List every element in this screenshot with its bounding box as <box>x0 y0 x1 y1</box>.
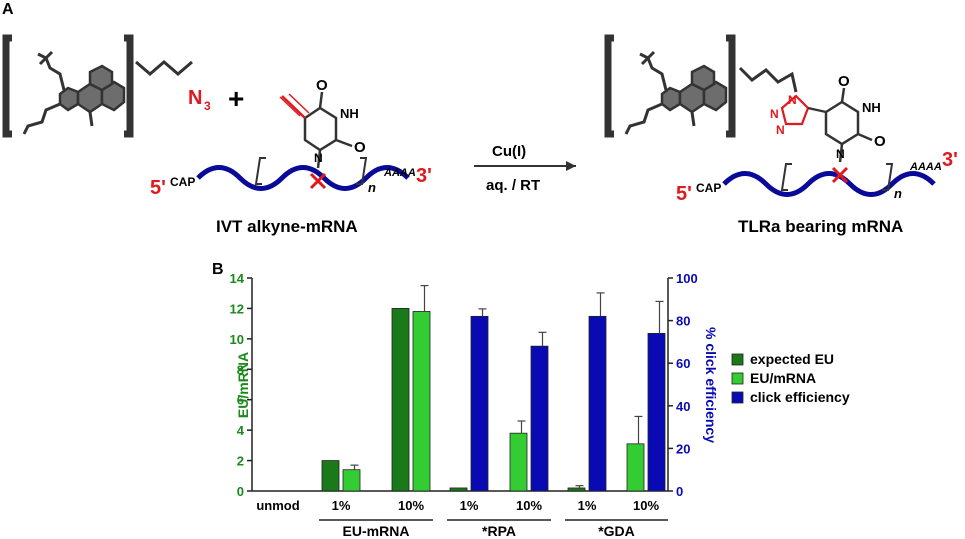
y2-axis-label: % click efficiency <box>703 327 719 443</box>
y-tick-label: 10 <box>230 332 244 347</box>
bar-expected-eu <box>321 460 340 492</box>
triazole-n3: N <box>776 123 785 137</box>
three-prime-label-left: 3' <box>416 165 432 187</box>
y-tick-label: 14 <box>230 271 245 286</box>
x-tick-label: 10% <box>398 498 424 513</box>
y-tick-label: 8 <box>237 362 244 377</box>
n1-label-right: N <box>836 147 845 161</box>
y-tick-label: 12 <box>230 301 244 316</box>
steroid-structure-right <box>608 38 732 134</box>
conditions-label: aq. / RT <box>486 177 540 194</box>
y-tick-label: 0 <box>237 484 244 499</box>
bar-eu-mrna <box>509 432 528 492</box>
bar-expected-eu <box>391 308 410 492</box>
x-tick-label: unmod <box>256 498 299 513</box>
bar-eu-mrna <box>412 311 431 492</box>
poly-a-left: AAAA <box>383 167 416 179</box>
legend-label: click efficiency <box>750 389 850 405</box>
legend-swatch <box>731 391 744 404</box>
group-label: *RPA <box>482 523 516 539</box>
x-tick-label: 1% <box>332 498 351 513</box>
x-tick-label: 10% <box>633 498 659 513</box>
bar-click-efficiency <box>647 332 666 492</box>
repeat-n-left: n <box>368 180 376 195</box>
y-axis-label: EU/mRNA <box>235 352 251 418</box>
legend-swatch <box>731 353 744 366</box>
panel-label-b: B <box>212 261 224 278</box>
mrna-helix-right <box>724 174 934 195</box>
ethynyl-uridine-structure <box>279 91 353 169</box>
azide-label: N <box>188 87 202 109</box>
five-prime-label-right: 5' <box>676 183 692 205</box>
repeat-bracket-open-right <box>780 163 792 191</box>
carbonyl-o-top-left: O <box>316 77 328 94</box>
y2-tick-label: 40 <box>676 399 690 414</box>
y-tick-label: 2 <box>237 454 244 469</box>
nh-label-right: NH <box>862 100 881 115</box>
repeat-bracket-open-left <box>254 157 266 185</box>
repeat-bracket-close-left <box>356 157 368 185</box>
modification-mark-right <box>831 166 849 184</box>
bar-chart: EU/mRNA % click efficiency 0 2 4 6 8 10 12 14 0… <box>230 271 850 539</box>
bar-expected-eu <box>567 487 586 492</box>
y2-tick-label: 80 <box>676 314 690 329</box>
legend-label: EU/mRNA <box>750 370 816 386</box>
y2-tick-label: 60 <box>676 356 690 371</box>
legend-label: expected EU <box>750 351 834 367</box>
x-tick-label: 10% <box>516 498 542 513</box>
y2-tick-label: 100 <box>676 271 698 286</box>
left-caption: IVT alkyne-mRNA <box>216 217 358 236</box>
y-tick-label: 6 <box>237 393 244 408</box>
three-prime-label-right: 3' <box>942 149 958 171</box>
n1-label-left: N <box>314 151 323 165</box>
reaction-arrow-head <box>566 161 576 171</box>
group-label: EU-mRNA <box>343 523 410 539</box>
steroid-structure-left <box>6 38 130 134</box>
triazolyl-uridine-structure <box>824 87 873 163</box>
bar-click-efficiency <box>588 315 607 492</box>
carbonyl-o-right-left: O <box>354 139 366 156</box>
right-caption: TLRa bearing mRNA <box>738 217 903 236</box>
panel-label-a: A <box>2 1 14 18</box>
bar-click-efficiency <box>530 345 549 492</box>
y2-tick-label: 0 <box>676 484 683 499</box>
repeat-n-right: n <box>894 186 902 201</box>
plus-sign: + <box>228 83 244 114</box>
cap-label-right: CAP <box>696 181 721 195</box>
reagent-label: Cu(I) <box>492 143 526 160</box>
y-tick-label: 4 <box>237 423 245 438</box>
carbonyl-o-right-right: O <box>874 133 886 150</box>
bar-eu-mrna <box>342 469 361 492</box>
x-tick-label: 1% <box>460 498 479 513</box>
triazole-ring <box>780 94 827 126</box>
bar-eu-mrna <box>626 443 645 492</box>
nh-label-left: NH <box>340 106 359 121</box>
carbonyl-o-top-right: O <box>838 73 850 90</box>
legend-swatch <box>731 372 744 385</box>
group-label: *GDA <box>598 523 635 539</box>
poly-a-right: AAAA <box>909 161 942 173</box>
x-tick-label: 1% <box>578 498 597 513</box>
triazole-n1: N <box>788 93 797 107</box>
y2-tick-label: 20 <box>676 441 690 456</box>
linker-chain-right <box>738 66 798 93</box>
azide-subscript: 3 <box>204 99 211 113</box>
modification-mark-left <box>309 172 327 190</box>
linker-chain-left <box>135 60 193 76</box>
bar-expected-eu <box>449 487 468 492</box>
five-prime-label-left: 5' <box>150 177 166 199</box>
cap-label-left: CAP <box>170 175 195 189</box>
mrna-helix-left <box>198 168 408 189</box>
triazole-n2: N <box>770 107 779 121</box>
repeat-bracket-close-right <box>882 163 894 191</box>
bar-click-efficiency <box>470 315 489 492</box>
